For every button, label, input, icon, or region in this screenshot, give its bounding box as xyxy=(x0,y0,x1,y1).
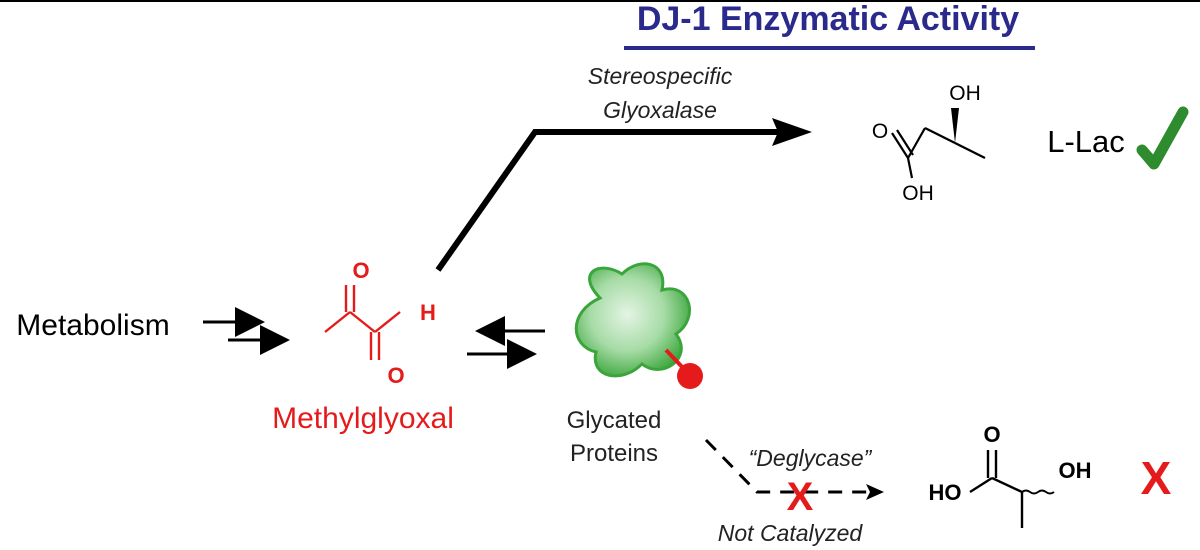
l-lac-oh-bottom: OH xyxy=(902,182,934,205)
deglycase-label: “Deglycase” xyxy=(749,445,873,471)
l-lac-name: L-Lac xyxy=(1047,124,1125,159)
methylglyoxal-name: Methylglyoxal xyxy=(272,402,454,435)
racemic-lac-o: O xyxy=(983,422,1000,447)
blocked-x-mark: X xyxy=(787,475,814,519)
methylglyoxal-structure xyxy=(324,285,401,360)
racemic-lac-oh: OH xyxy=(1059,458,1092,483)
l-lac-oh-top: OH xyxy=(949,82,981,105)
metabolism-arrows xyxy=(203,307,290,355)
methylglyoxal-o-top: O xyxy=(352,258,369,283)
glycated-label-line2: Proteins xyxy=(570,440,658,467)
equilibrium-arrows xyxy=(467,316,545,369)
l-lactate-structure xyxy=(891,108,986,179)
methylglyoxal-o-bottom: O xyxy=(387,363,404,388)
result-x-mark: X xyxy=(1141,452,1172,504)
not-catalyzed-label: Not Catalyzed xyxy=(718,520,864,546)
glyoxalase-label-line1: Stereospecific xyxy=(588,63,733,89)
metabolism-label: Metabolism xyxy=(16,309,169,342)
glyoxalase-label-line2: Glyoxalase xyxy=(603,97,717,123)
deglycase-dashed-arrow xyxy=(704,438,884,500)
diagram-title: DJ-1 Enzymatic Activity xyxy=(637,0,1019,38)
glycated-label-line1: Glycated xyxy=(567,407,662,434)
l-lac-o: O xyxy=(872,120,888,143)
glyoxalase-arrow xyxy=(435,118,812,272)
green-checkmark-icon xyxy=(1136,106,1189,170)
methylglyoxal-h: H xyxy=(420,300,436,325)
glycated-protein-icon xyxy=(574,262,703,389)
racemic-lac-ho: HO xyxy=(929,480,962,505)
racemic-lactate-structure xyxy=(969,450,1055,528)
